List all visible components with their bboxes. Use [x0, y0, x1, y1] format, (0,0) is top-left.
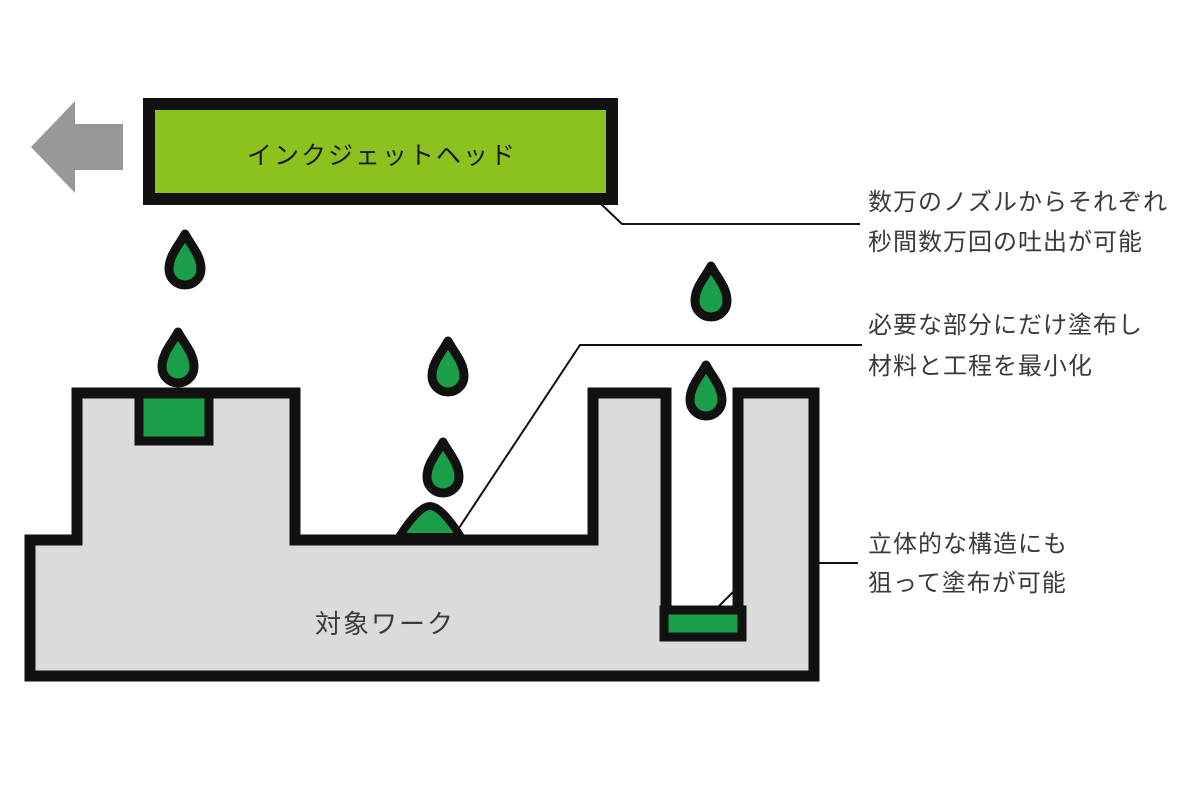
ink-droplet-icon — [162, 332, 194, 383]
annotation-nozzles-line1: 数万のノズルからそれぞれ — [868, 189, 1168, 216]
annotation-3d-line1: 立体的な構造にも — [868, 531, 1068, 558]
annotation-nozzles-line2: 秒間数万回の吐出が可能 — [868, 229, 1143, 256]
ink-filled-recess — [134, 389, 214, 446]
inkjet-head-label: インクジェットヘッド — [247, 142, 517, 170]
inkjet-head-box — [143, 98, 618, 205]
ink-droplet-icon — [427, 442, 459, 493]
left-arrow-icon — [31, 101, 123, 193]
ink-trench-bottom — [659, 605, 747, 642]
ink-droplet-icon — [432, 341, 464, 392]
workpiece-shape — [24, 387, 820, 682]
annotation-coating-line2: 材料と工程を最小化 — [868, 353, 1093, 380]
leader-line-coating — [456, 344, 862, 532]
annotation-3d-line2: 狙って塗布が可能 — [868, 570, 1067, 597]
workpiece-label: 対象ワーク — [315, 609, 455, 639]
ink-droplet-icon — [169, 234, 201, 285]
ink-droplet-icon — [695, 266, 727, 317]
leader-line-nozzles — [599, 202, 860, 225]
ink-splat — [395, 502, 465, 541]
ink-droplet-icon — [690, 365, 722, 416]
annotation-coating-line1: 必要な部分にだけ塗布し — [868, 312, 1143, 339]
